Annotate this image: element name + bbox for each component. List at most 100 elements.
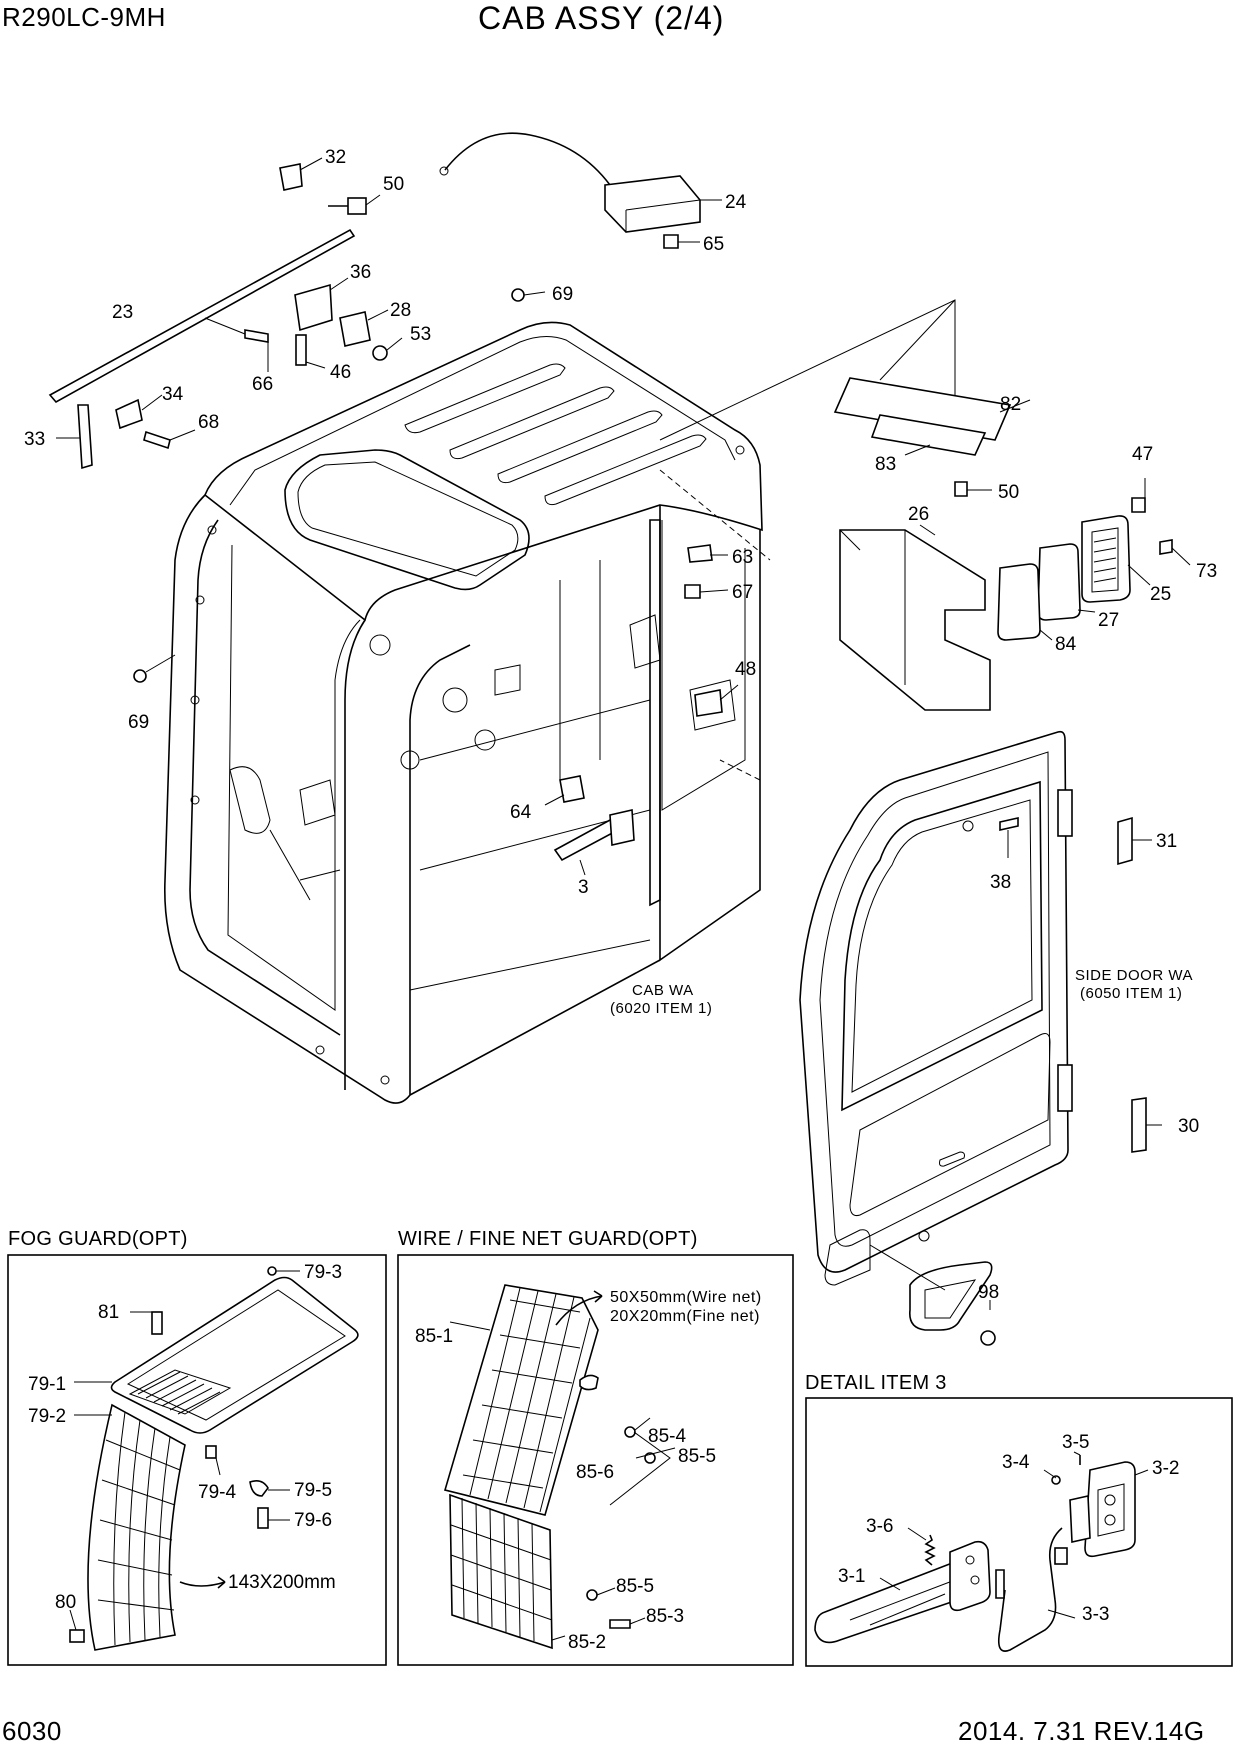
callout-85-6: 85-6 [576, 1462, 614, 1483]
callout-3-6: 3-6 [866, 1516, 893, 1537]
part-48 [694, 689, 723, 717]
callout-26: 26 [908, 504, 929, 525]
callout-85-4: 85-4 [648, 1426, 686, 1447]
callout-80: 80 [55, 1592, 76, 1613]
part-32 [279, 163, 303, 191]
callout-36: 36 [350, 262, 371, 283]
part-50a [328, 197, 367, 215]
part-64 [559, 775, 585, 803]
callout-27: 27 [1098, 610, 1119, 631]
part-25 [1081, 515, 1131, 603]
page-title: CAB ASSY (2/4) [478, 0, 725, 36]
part-82 [833, 377, 1012, 441]
callout-79-2: 79-2 [28, 1406, 66, 1427]
callout-81: 81 [98, 1302, 119, 1323]
callout-30: 30 [1178, 1116, 1199, 1137]
callout-50a: 50 [383, 174, 404, 195]
fog-guard-drawing [69, 1266, 359, 1651]
fog-guard-leaders [69, 1270, 300, 1631]
callout-69b: 69 [128, 712, 149, 733]
callout-28: 28 [390, 300, 411, 321]
wire-guard-box [397, 1254, 794, 1666]
part-30 [1131, 1097, 1147, 1153]
callout-64: 64 [510, 802, 532, 823]
wire-guard-drawing [443, 1284, 656, 1650]
leader-lines [56, 157, 1191, 1310]
callout-46: 46 [330, 362, 351, 383]
side-door [799, 730, 1073, 1286]
part-28 [339, 311, 371, 347]
callout-63: 63 [732, 547, 753, 568]
callout-98: 98 [978, 1282, 999, 1303]
part-68 [143, 430, 171, 450]
cab-wa-ref: (6020 ITEM 1) [610, 1000, 712, 1017]
callout-33: 33 [24, 429, 45, 450]
detail-item3-section-title: DETAIL ITEM 3 [805, 1372, 947, 1394]
part-24 [439, 132, 701, 233]
callout-85-5a: 85-5 [678, 1446, 716, 1467]
wire-guard-section-title: WIRE / FINE NET GUARD(OPT) [398, 1228, 698, 1250]
part-53 [372, 345, 388, 361]
part-67 [684, 584, 701, 599]
callout-34: 34 [162, 384, 184, 405]
part-26 [839, 529, 991, 711]
callout-85-3: 85-3 [646, 1606, 684, 1627]
detail-item3-box [805, 1397, 1233, 1667]
callout-73: 73 [1196, 561, 1217, 582]
callout-79-1: 79-1 [28, 1374, 66, 1395]
callout-66: 66 [252, 374, 273, 395]
part-84 [997, 563, 1041, 641]
part-69b [133, 669, 147, 683]
part-83 [870, 414, 987, 456]
part-73 [1159, 539, 1173, 555]
part-69a [511, 288, 525, 302]
fog-guard-box [7, 1254, 387, 1666]
cab-wa-label: CAB WA [632, 982, 694, 999]
callout-85-1: 85-1 [415, 1326, 453, 1347]
wire-net-size: 50X50mm(Wire net) [610, 1289, 762, 1306]
callout-32: 32 [325, 147, 346, 168]
cab-frame [163, 299, 956, 1104]
callout-67: 67 [732, 582, 753, 603]
callout-79-3: 79-3 [304, 1262, 342, 1283]
callout-3-3: 3-3 [1082, 1604, 1109, 1625]
door-wa-label: SIDE DOOR WA [1075, 967, 1193, 984]
part-31 [1117, 816, 1133, 866]
part-3 [553, 809, 635, 862]
callout-31: 31 [1156, 831, 1177, 852]
detail-item3-drawing [814, 1455, 1136, 1652]
callout-24: 24 [725, 192, 747, 213]
fog-guard-section-title: FOG GUARD(OPT) [8, 1228, 188, 1250]
part-36 [294, 283, 333, 332]
callout-69a: 69 [552, 284, 573, 305]
callout-68: 68 [198, 412, 219, 433]
part-66 [244, 329, 269, 343]
wire-guard-leaders [449, 1321, 676, 1641]
callout-48: 48 [735, 659, 756, 680]
callout-79-4: 79-4 [198, 1482, 236, 1503]
page-number: 6030 [2, 1716, 62, 1746]
part-98 [908, 1261, 996, 1346]
part-63 [687, 544, 713, 563]
callout-53: 53 [410, 324, 431, 345]
callout-3-1: 3-1 [838, 1566, 865, 1587]
fog-mesh-size: 143X200mm [228, 1572, 336, 1593]
part-47 [1131, 497, 1146, 513]
part-27 [1037, 543, 1081, 621]
model-name: R290LC-9MH [2, 2, 166, 32]
detail-item3-leaders [879, 1451, 1149, 1619]
callout-79-5: 79-5 [294, 1480, 332, 1501]
callout-82: 82 [1000, 394, 1021, 415]
part-65 [663, 234, 679, 249]
callout-50b: 50 [998, 482, 1019, 503]
callout-3-4: 3-4 [1002, 1452, 1030, 1473]
revision-date: 2014. 7.31 REV.14G [958, 1716, 1205, 1746]
part-23 [48, 228, 356, 404]
callout-79-6: 79-6 [294, 1510, 332, 1531]
callout-47: 47 [1132, 444, 1153, 465]
callout-85-2: 85-2 [568, 1632, 606, 1653]
callout-3: 3 [578, 877, 589, 898]
callout-85-5b: 85-5 [616, 1576, 654, 1597]
callout-65: 65 [703, 234, 724, 255]
